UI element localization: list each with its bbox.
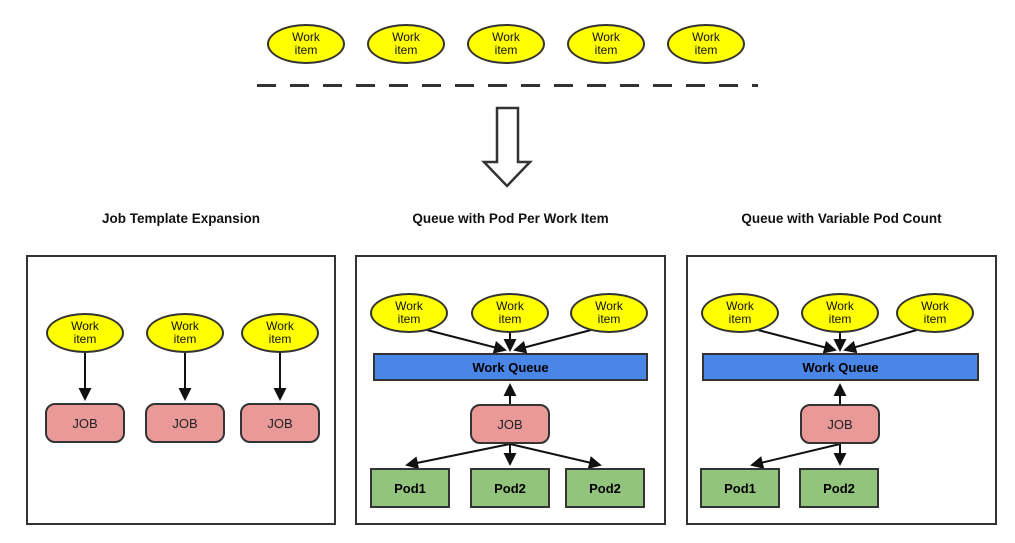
pod-box: Pod2 xyxy=(565,468,645,508)
work-item-ellipse: Work item xyxy=(146,313,224,353)
job-box: JOB xyxy=(240,403,320,443)
pod-label: Pod1 xyxy=(724,480,756,496)
job-box: JOB xyxy=(470,404,550,444)
work-item-label: Work item xyxy=(171,318,199,346)
work-item-ellipse: Work item xyxy=(567,24,645,64)
pod-label: Pod2 xyxy=(589,480,621,496)
work-item-ellipse: Work item xyxy=(471,293,549,333)
connector-arrows xyxy=(405,329,602,470)
panel-queue-pod-per-work-item: Work item Work item Work item Work Queue… xyxy=(355,255,666,525)
work-queue-label: Work Queue xyxy=(472,359,549,375)
pod-label: Pod2 xyxy=(494,480,526,496)
job-box: JOB xyxy=(45,403,125,443)
work-item-ellipse: Work item xyxy=(46,313,124,353)
panel-title-queue-pod-per-work-item: Queue with Pod Per Work Item xyxy=(412,211,609,226)
work-queue-bar: Work Queue xyxy=(373,353,648,381)
connector-arrows xyxy=(78,353,287,401)
work-item-label: Work item xyxy=(726,298,754,326)
pod-label: Pod2 xyxy=(823,480,855,496)
job-label: JOB xyxy=(267,415,293,431)
work-item-label: Work item xyxy=(71,318,99,346)
job-label: JOB xyxy=(172,415,198,431)
pod-box: Pod1 xyxy=(370,468,450,508)
job-label: JOB xyxy=(497,416,523,432)
work-queue-bar: Work Queue xyxy=(702,353,979,381)
work-item-label: Work item xyxy=(826,298,854,326)
work-item-label: Work item xyxy=(266,318,294,346)
work-item-label: Work item xyxy=(392,29,420,57)
job-box: JOB xyxy=(800,404,880,444)
work-item-ellipse: Work item xyxy=(367,24,445,64)
work-item-ellipse: Work item xyxy=(667,24,745,64)
panel-job-template-expansion: Work item Work item Work item JOB JOB JO… xyxy=(26,255,336,525)
work-item-ellipse: Work item xyxy=(370,293,448,333)
work-item-label: Work item xyxy=(921,298,949,326)
work-item-ellipse: Work item xyxy=(801,293,879,333)
dashed-separator-line xyxy=(257,84,758,87)
pod-label: Pod1 xyxy=(394,480,426,496)
work-item-ellipse: Work item xyxy=(241,313,319,353)
work-item-ellipse: Work item xyxy=(267,24,345,64)
work-queue-label: Work Queue xyxy=(802,359,879,375)
work-item-ellipse: Work item xyxy=(896,293,974,333)
job-label: JOB xyxy=(72,415,98,431)
work-item-label: Work item xyxy=(692,29,720,57)
panel-queue-variable-pod-count: Work item Work item Work item Work Queue… xyxy=(686,255,997,525)
panel-title-queue-variable-pod-count: Queue with Variable Pod Count xyxy=(741,211,942,226)
work-item-label: Work item xyxy=(595,298,623,326)
work-item-label: Work item xyxy=(496,298,524,326)
work-item-ellipse: Work item xyxy=(467,24,545,64)
job-label: JOB xyxy=(827,416,853,432)
panel-title-job-template-expansion: Job Template Expansion xyxy=(101,211,261,226)
job-box: JOB xyxy=(145,403,225,443)
work-item-label: Work item xyxy=(395,298,423,326)
work-item-ellipse: Work item xyxy=(570,293,648,333)
work-item-label: Work item xyxy=(292,29,320,57)
work-item-label: Work item xyxy=(592,29,620,57)
work-item-ellipse: Work item xyxy=(701,293,779,333)
pod-box: Pod2 xyxy=(470,468,550,508)
pod-box: Pod1 xyxy=(700,468,780,508)
pod-box: Pod2 xyxy=(799,468,879,508)
down-arrow-icon xyxy=(481,106,533,188)
connector-arrows xyxy=(750,329,918,469)
work-item-label: Work item xyxy=(492,29,520,57)
